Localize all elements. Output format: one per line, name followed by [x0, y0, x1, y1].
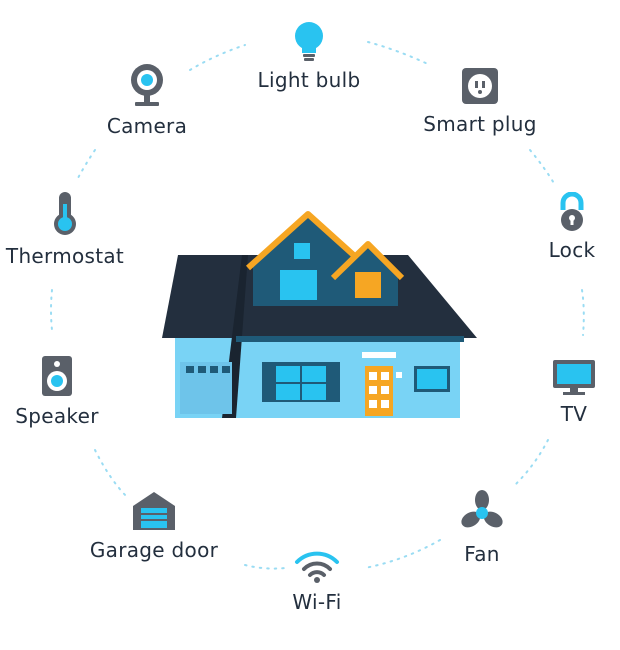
smart-plug-icon [462, 68, 498, 104]
device-garage-door: Garage door [74, 490, 234, 562]
tv-icon [553, 360, 595, 395]
upper-window-top [294, 243, 310, 259]
device-smart-plug: Smart plug [400, 66, 560, 136]
device-label: Wi-Fi [292, 590, 342, 614]
device-wifi: Wi-Fi [237, 550, 397, 614]
upper-window-bottom [280, 270, 317, 300]
device-speaker: Speaker [0, 354, 137, 428]
device-camera: Camera [67, 62, 227, 138]
device-label: Smart plug [423, 112, 537, 136]
device-lock: Lock [492, 192, 620, 262]
device-tv: TV [494, 358, 620, 426]
fan-icon [461, 490, 503, 528]
small-gable-window [355, 272, 381, 298]
device-fan: Fan [402, 490, 562, 566]
device-light-bulb: Light bulb [229, 20, 389, 92]
device-label: Fan [464, 542, 500, 566]
device-label: Garage door [89, 538, 219, 562]
device-label: Thermostat [5, 244, 125, 268]
device-label: Camera [106, 114, 188, 138]
device-label: Light bulb [257, 68, 361, 92]
garage-door-icon [133, 492, 175, 530]
device-label: Lock [548, 238, 596, 262]
speaker-icon [42, 356, 72, 396]
device-label: Speaker [15, 404, 99, 428]
wifi-icon [295, 551, 339, 583]
camera-icon [131, 64, 163, 106]
device-thermostat: Thermostat [0, 190, 145, 268]
light-bulb-icon [295, 22, 323, 61]
thermostat-icon [54, 192, 76, 235]
lock-icon [560, 192, 584, 231]
device-label: TV [560, 402, 588, 426]
